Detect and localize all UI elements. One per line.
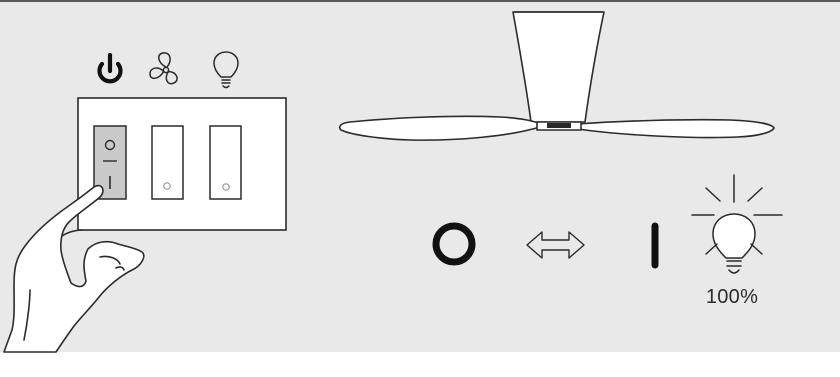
fan-icon [149, 52, 178, 85]
light-level-label: 100% [705, 286, 759, 308]
ceiling-fan [338, 11, 775, 141]
switch-indicator [222, 183, 230, 191]
fan-downrod-housing [512, 11, 605, 123]
light-rocker-switch[interactable] [209, 125, 242, 200]
bright-bulb-icon [691, 174, 783, 274]
off-mark [104, 139, 116, 151]
hand-illustration [3, 184, 145, 353]
off-symbol [432, 222, 476, 266]
fan-blade-left [338, 115, 541, 141]
switch-indicator [163, 182, 171, 190]
light-bulb-icon [213, 51, 239, 89]
fan-blade-right [577, 118, 775, 139]
fan-rocker-switch[interactable] [151, 125, 184, 200]
power-icon [97, 52, 123, 84]
fan-hub-detail [547, 123, 571, 128]
double-arrow-icon [526, 231, 585, 259]
